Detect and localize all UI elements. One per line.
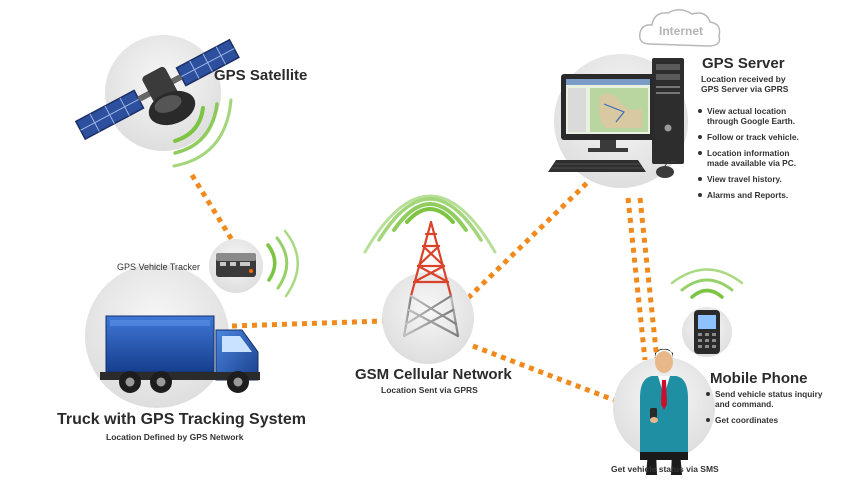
link-server-phone-a bbox=[625, 197, 648, 361]
server-feature-text: Follow or track vehicle. bbox=[707, 132, 799, 142]
server-feature-item: Alarms and Reports. bbox=[698, 190, 843, 200]
server-feature-list: View actual location through Google Eart… bbox=[698, 106, 843, 206]
server-computer-icon bbox=[548, 58, 684, 178]
tower-disc bbox=[382, 272, 474, 364]
tower-title: GSM Cellular Network bbox=[355, 366, 512, 383]
server-feature-text: View travel history. bbox=[707, 174, 782, 184]
phone-feature-item: Get coordinates bbox=[706, 415, 844, 425]
link-satellite-tracker bbox=[189, 173, 235, 242]
tracker-signal-1 bbox=[266, 243, 277, 282]
tower-subtitle: Location Sent via GPRS bbox=[381, 385, 478, 395]
server-feature-item: View travel history. bbox=[698, 174, 843, 184]
network-links bbox=[189, 173, 660, 403]
satellite-title: GPS Satellite bbox=[214, 67, 308, 84]
phone-feature-text: Send vehicle status inquiry bbox=[715, 389, 823, 399]
truck-icon bbox=[100, 315, 260, 393]
phone-feature-item: Send vehicle status inquiry and command. bbox=[706, 389, 844, 409]
satellite-signal-2 bbox=[173, 102, 219, 155]
server-feature-text: Location information bbox=[707, 148, 790, 158]
server-feature-text: through Google Earth. bbox=[707, 116, 796, 126]
gps-tracker-icon bbox=[216, 253, 256, 277]
mobile-phone-icon bbox=[694, 310, 720, 354]
satellite-signal-3 bbox=[172, 98, 233, 168]
server-subtitle-line2: GPS Server via GPRS bbox=[701, 84, 789, 94]
tracker-label: GPS Vehicle Tracker bbox=[117, 262, 201, 272]
server-feature-item: Follow or track vehicle. bbox=[698, 132, 843, 142]
internet-label: Internet bbox=[658, 24, 703, 38]
phone-signal-2 bbox=[680, 278, 734, 292]
satellite-icon bbox=[74, 38, 240, 141]
phone-feature-text: and command. bbox=[715, 399, 774, 409]
server-feature-text: Alarms and Reports. bbox=[707, 190, 789, 200]
signal-arcs bbox=[172, 98, 744, 299]
satellite-signal-1 bbox=[173, 106, 205, 143]
phone-signal-3 bbox=[670, 268, 744, 285]
truck-subtitle: Location Defined by GPS Network bbox=[106, 432, 244, 442]
tower-signal-3 bbox=[377, 197, 483, 242]
truck-title: Truck with GPS Tracking System bbox=[57, 411, 306, 428]
tower-signal-2 bbox=[392, 202, 468, 232]
server-title: GPS Server bbox=[702, 55, 785, 72]
phone-caption: Get vehicle status via SMS bbox=[611, 464, 719, 474]
phone-title: Mobile Phone bbox=[710, 370, 808, 387]
server-feature-item: View actual location through Google Eart… bbox=[698, 106, 843, 126]
tower-signal-4 bbox=[363, 194, 497, 254]
phone-feature-text: Get coordinates bbox=[715, 415, 779, 425]
link-truck-tower bbox=[231, 318, 386, 329]
server-feature-text: made available via PC. bbox=[707, 158, 797, 168]
link-server-phone-b bbox=[637, 197, 660, 361]
server-subtitle-line1: Location received by bbox=[701, 74, 786, 84]
phone-signal-1 bbox=[690, 288, 724, 299]
tower-signal-1 bbox=[405, 207, 455, 224]
phone-feature-list: Send vehicle status inquiry and command.… bbox=[706, 389, 844, 431]
server-feature-text: View actual location bbox=[707, 106, 787, 116]
person-icon bbox=[640, 348, 688, 475]
server-feature-item: Location information made available via … bbox=[698, 148, 843, 168]
tracker-signal-3 bbox=[283, 229, 299, 298]
gsm-tower-icon bbox=[402, 220, 460, 338]
tracker-signal-2 bbox=[275, 236, 289, 290]
link-tower-server bbox=[466, 181, 589, 300]
internet-cloud-icon bbox=[638, 9, 721, 47]
